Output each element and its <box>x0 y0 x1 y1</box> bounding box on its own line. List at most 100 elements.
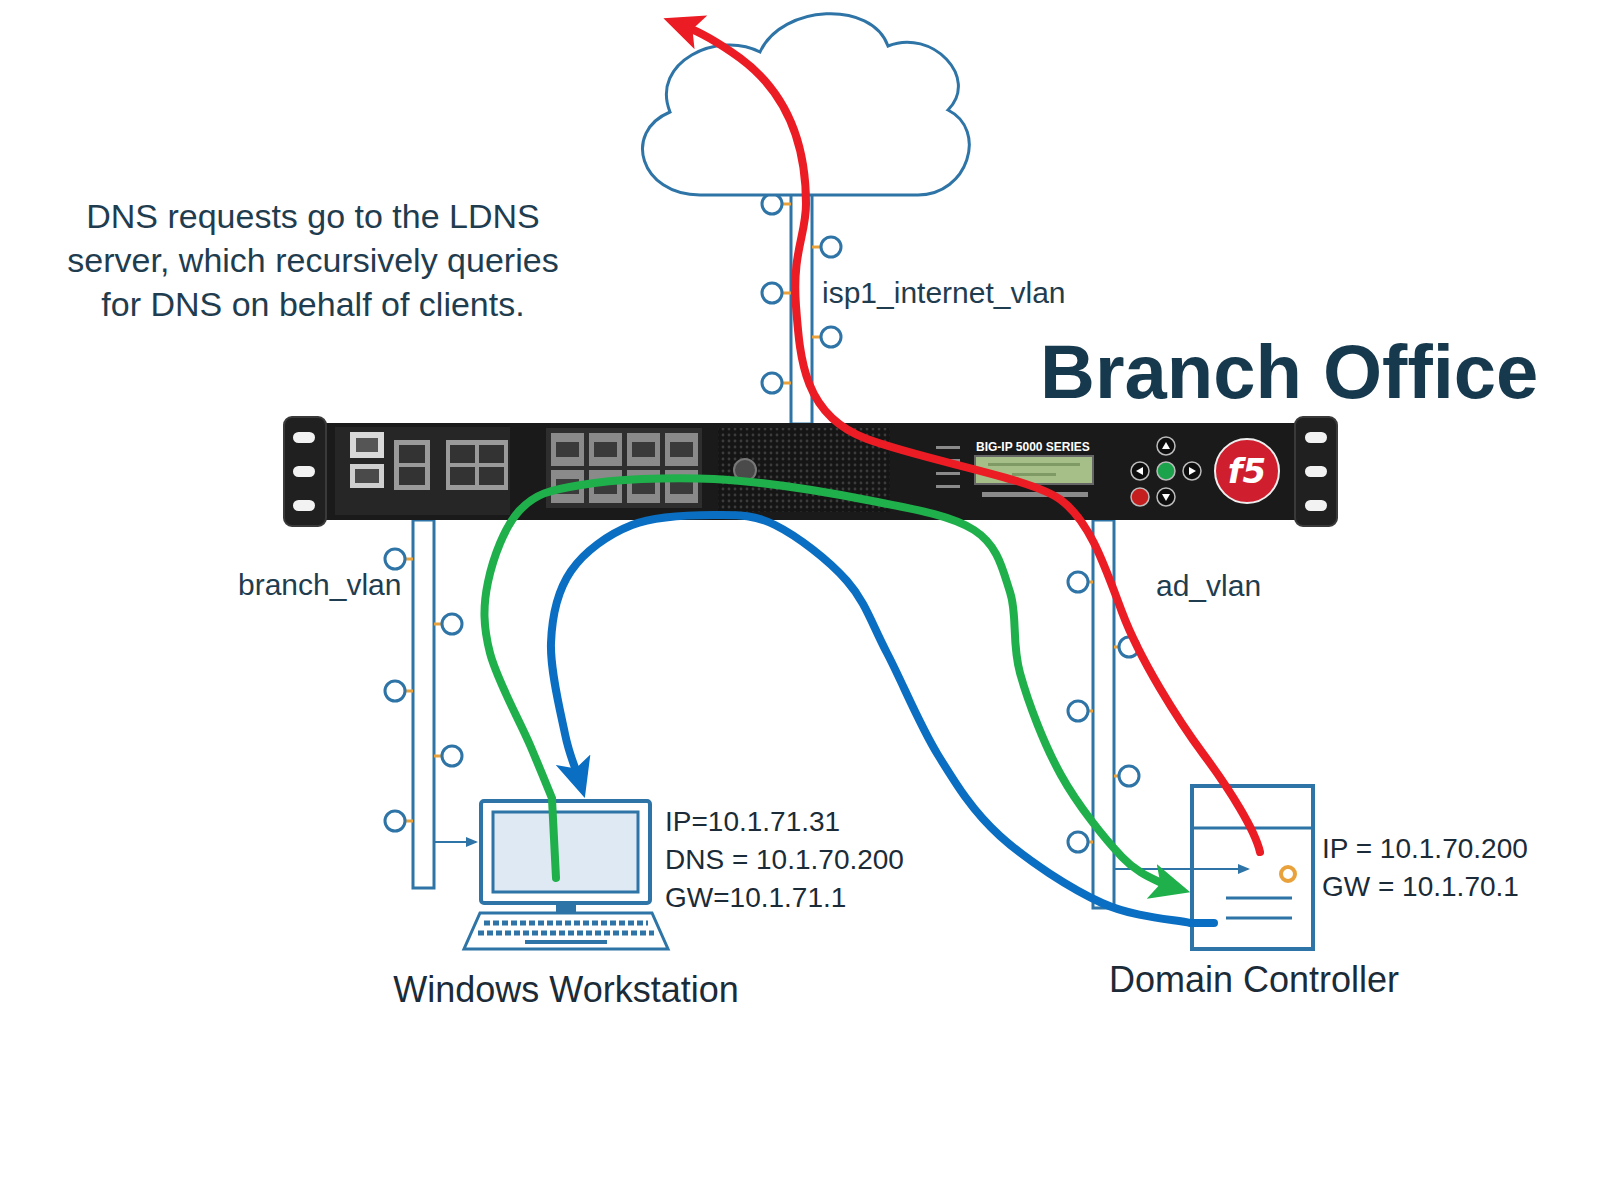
text-holder: Branch Office <box>1040 334 1538 410</box>
sfp-slot <box>632 442 655 457</box>
nav-glyph <box>1136 467 1143 475</box>
server-slot <box>1226 917 1292 920</box>
nav-glyph <box>1189 467 1196 475</box>
port-circle <box>762 283 782 303</box>
domain-controller-node: Domain ControllerIP = 10.1.70.200GW = 10… <box>1190 784 1545 952</box>
text-holder: IP = 10.1.70.200 <box>1322 832 1531 866</box>
rj45-port <box>450 467 475 485</box>
text-holder: ad_vlan <box>1156 568 1261 604</box>
nav-glyphs <box>1136 442 1196 501</box>
lcd-screen <box>975 456 1093 484</box>
status-led <box>936 485 960 488</box>
status-led <box>936 472 960 475</box>
sfp-slot <box>556 442 579 457</box>
sfp-slot <box>594 442 617 457</box>
nav-button <box>1157 488 1175 506</box>
node-detail: IP = 10.1.70.200 <box>1319 832 1531 866</box>
vlan-label: ad_vlan <box>1156 568 1261 604</box>
sfp-block <box>546 428 702 508</box>
text-holder: GW=10.1.71.1 <box>665 881 846 915</box>
sfp-port <box>589 433 622 466</box>
region-outline <box>56 393 1560 1163</box>
port-circle <box>1068 572 1088 592</box>
flow-connector <box>484 478 1169 887</box>
model-label: BIG-IP 5000 SERIES <box>976 440 1090 454</box>
port-circle <box>385 549 405 569</box>
server-icon <box>1192 786 1313 949</box>
mgmt-port-hole <box>356 438 378 452</box>
server-led <box>1281 867 1295 881</box>
port-circle <box>385 811 405 831</box>
nav-button <box>1131 462 1149 480</box>
node-title: Domain Controller <box>1109 958 1399 1001</box>
ear-slot <box>1305 466 1327 477</box>
recursive-dns-path <box>684 26 1260 852</box>
node-detail: GW = 10.1.70.1 <box>1319 870 1522 904</box>
port-circle <box>442 614 462 634</box>
nav-button <box>1131 488 1149 506</box>
flow-connector <box>551 515 1190 923</box>
ear-slot <box>1305 500 1327 511</box>
port-circle <box>821 327 841 347</box>
sfp-port <box>665 433 698 466</box>
rj45-port <box>399 445 425 463</box>
rj45-port <box>479 445 504 463</box>
text-holder: IP=10.1.71.31 <box>665 805 840 839</box>
keyboard <box>464 913 668 949</box>
vlan-label: branch_vlan <box>238 567 401 603</box>
region-ellipse <box>58 395 1558 1161</box>
workstation-node: Windows WorkstationIP=10.1.71.31DNS = 10… <box>478 798 918 953</box>
branch-office-region: Branch OfficeWindows WorkstationIP=10.1.… <box>56 393 1560 1163</box>
f5-logo-disc <box>1215 439 1279 503</box>
port-circle <box>1119 766 1139 786</box>
port-circle <box>385 681 405 701</box>
sfp-slot <box>670 442 693 457</box>
port-panel <box>335 427 510 515</box>
key-row <box>484 921 648 926</box>
port-circle <box>1068 701 1088 721</box>
ear-slot <box>1305 432 1327 443</box>
lcd-strip <box>982 492 1088 497</box>
rj45-port <box>479 467 504 485</box>
text-holder: DNS = 10.1.70.200 <box>665 843 904 877</box>
node-title: Windows Workstation <box>393 968 738 1011</box>
text-holder: Domain Controller <box>1109 958 1399 1001</box>
vlan-bar <box>413 520 434 888</box>
text-holder: Windows Workstation <box>393 968 738 1011</box>
nav-glyph <box>1162 442 1170 449</box>
lcd-line <box>988 463 1080 466</box>
server-slot <box>1226 897 1292 900</box>
node-detail: IP=10.1.71.31 <box>665 805 840 839</box>
mgmt-port-hole <box>355 469 379 483</box>
space-bar <box>525 940 607 944</box>
connector-stub <box>552 799 556 878</box>
region-title: Branch Office <box>1040 334 1538 410</box>
rack-ear <box>1295 417 1337 526</box>
port-circle <box>821 237 841 257</box>
nav-button <box>1157 437 1175 455</box>
text-holder: DNS requests go to the LDNS server, whic… <box>53 194 573 326</box>
mgmt-port <box>350 464 384 488</box>
server-case <box>1192 786 1313 949</box>
text-holder: f5 <box>1228 451 1266 491</box>
key-row <box>478 931 654 936</box>
nav-button <box>1157 462 1175 480</box>
nav-button <box>1183 462 1201 480</box>
sfp-ports <box>551 433 698 503</box>
lcd-line <box>1012 473 1056 476</box>
rj45-port <box>450 445 475 463</box>
rack-ear <box>284 417 326 526</box>
ear-slot <box>293 500 315 511</box>
logo-text: f5 <box>1228 451 1266 491</box>
rj45-block <box>394 440 430 490</box>
device-body <box>300 423 1320 520</box>
port-circle <box>442 746 462 766</box>
vlan-attach-arrow <box>434 841 476 843</box>
rj45-port <box>399 467 425 485</box>
port-circle <box>1068 832 1088 852</box>
node-detail: GW=10.1.71.1 <box>665 881 846 915</box>
port-circle <box>762 194 782 214</box>
ear-slot <box>293 432 315 443</box>
rj45-block <box>446 440 508 490</box>
